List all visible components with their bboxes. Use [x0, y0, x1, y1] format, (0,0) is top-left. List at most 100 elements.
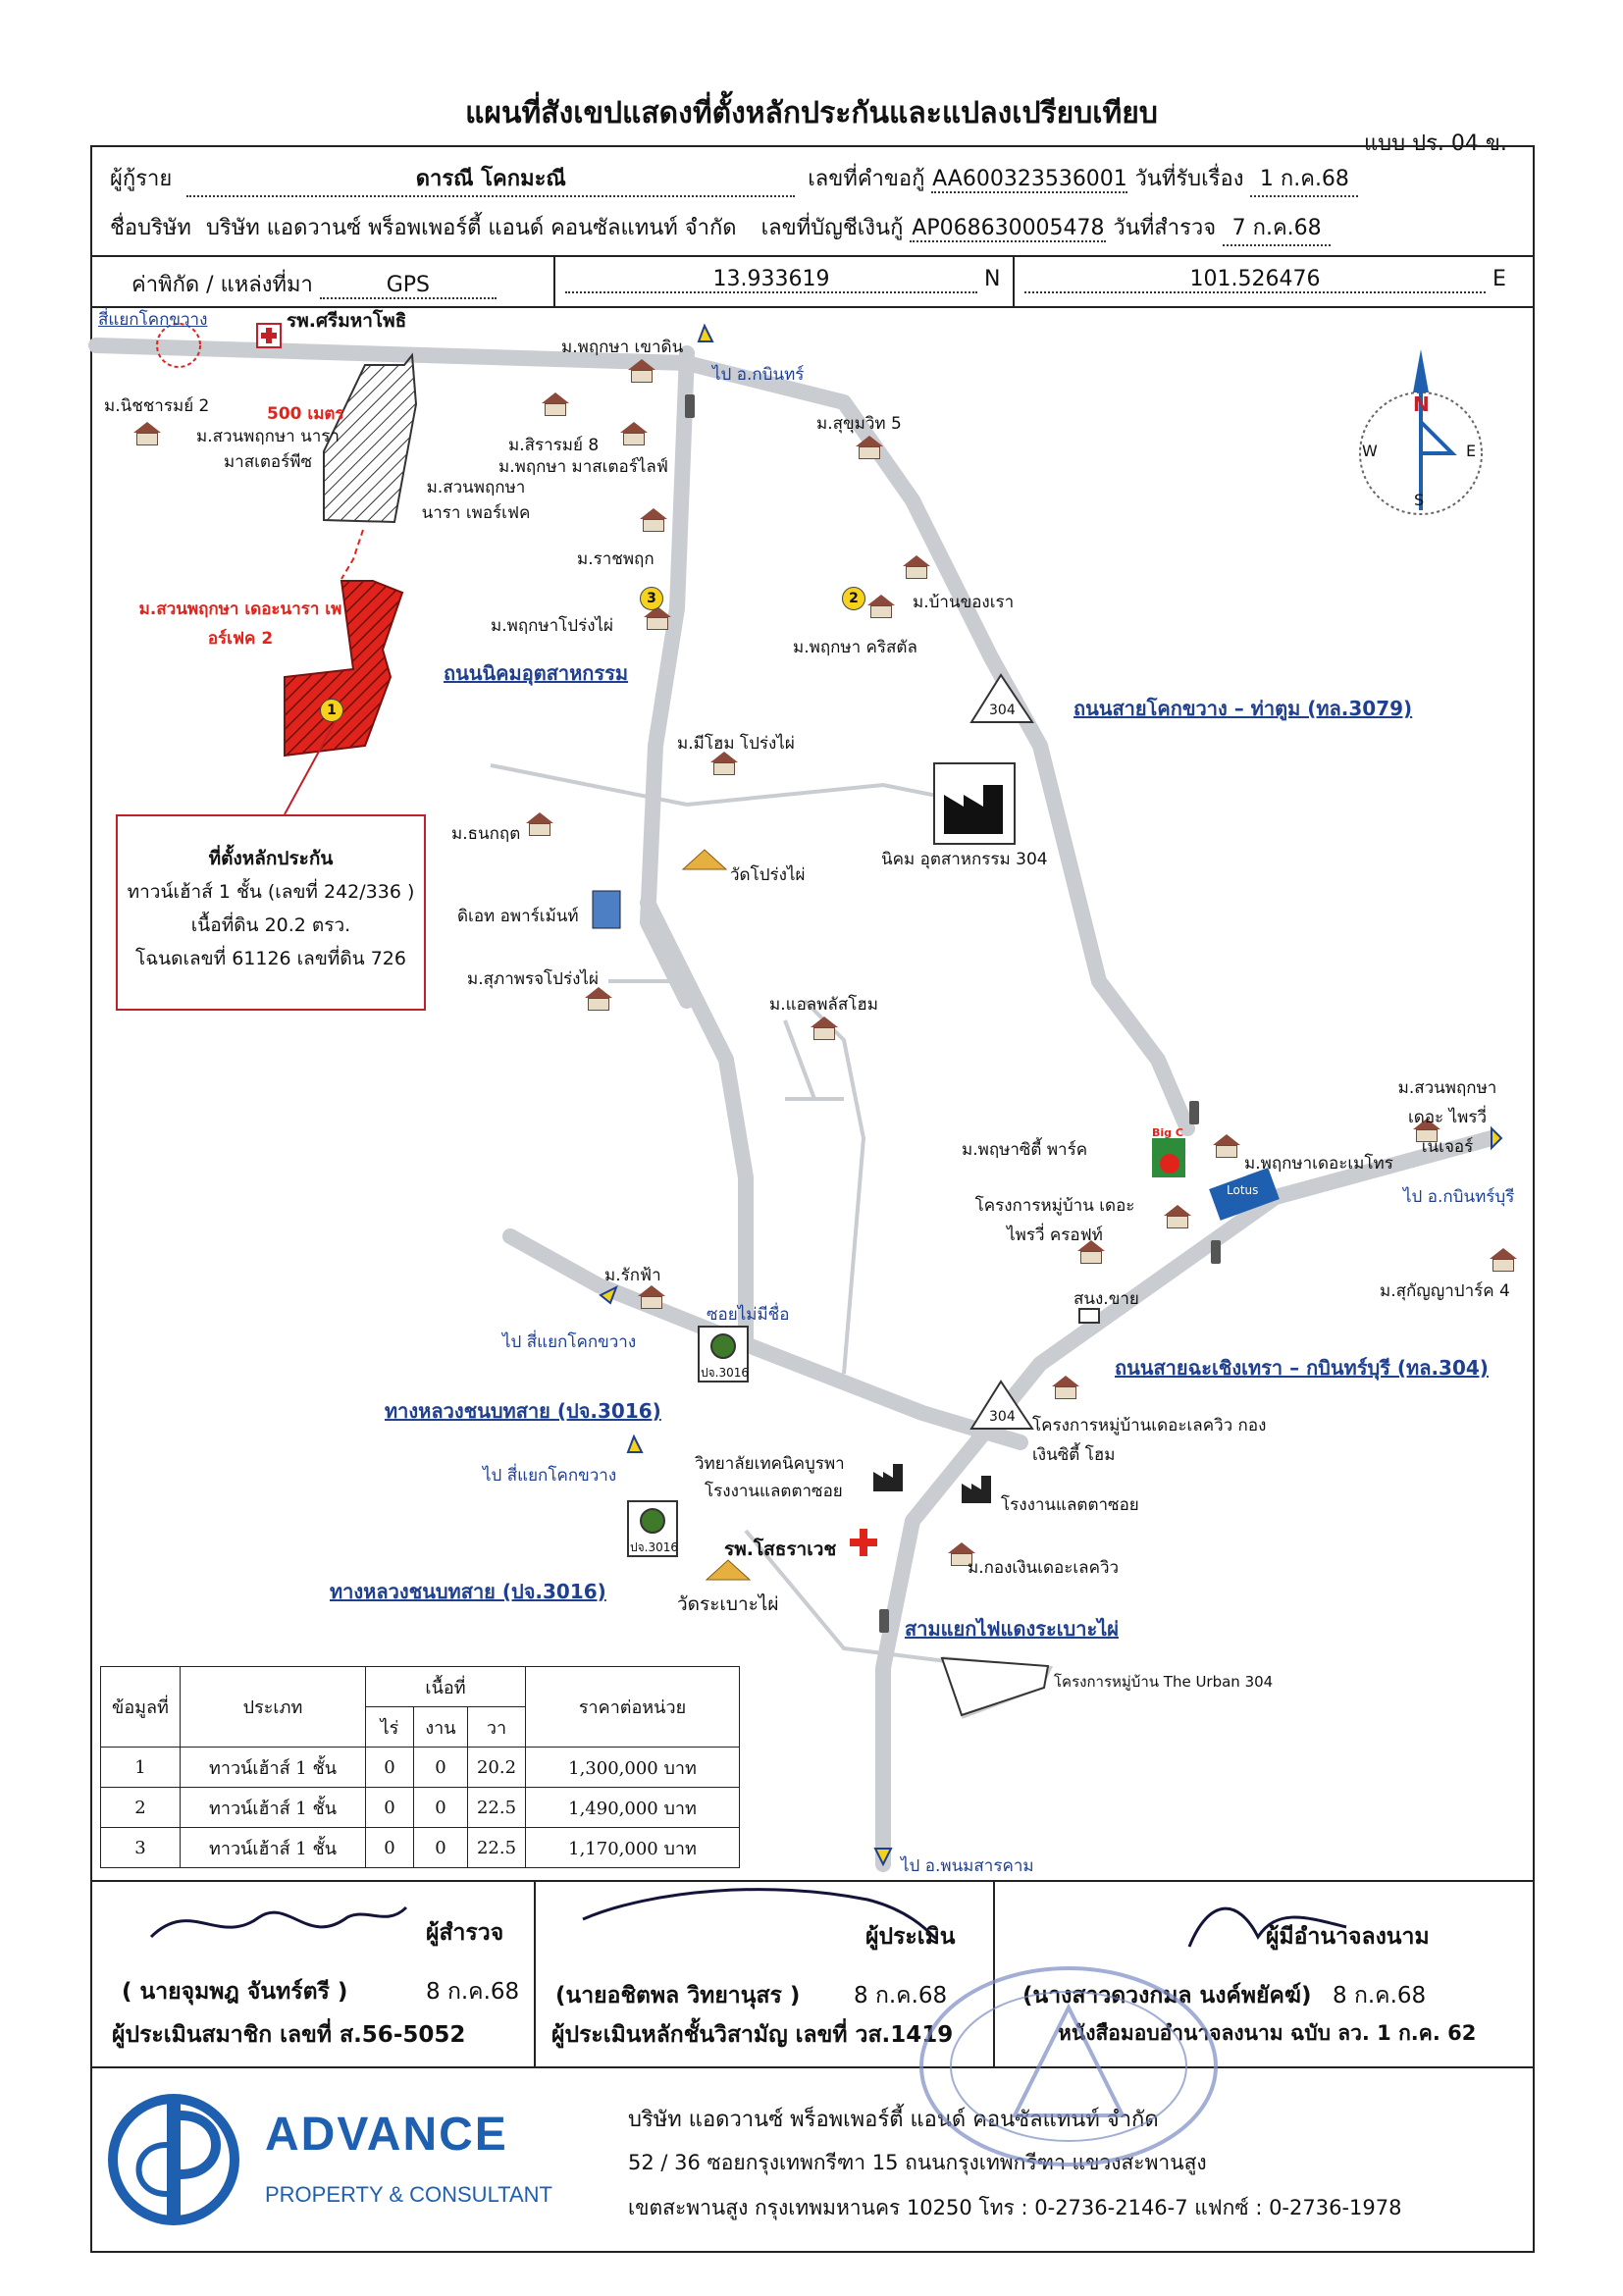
table-row: 2 ทาวน์เฮ้าส์ 1 ชั้น 0 0 22.5 1,490,000 … [100, 1787, 740, 1828]
cell-type: ทาวน์เฮ้าส์ 1 ชั้น [180, 1827, 366, 1868]
place-label: ม.พฤกษา มาสเตอร์ไลฟ์ [498, 457, 668, 477]
intersection-top-label: สี่แยกโคกขวาง [98, 310, 208, 330]
hospital-top-label: รพ.ศรีมหาโพธิ [287, 310, 407, 332]
place-label: นิคม อุตสาหกรรม 304 [881, 850, 1048, 869]
place-label: ม.แอลพลัสโฮม [769, 995, 878, 1015]
cell-price: 1,490,000 บาท [525, 1787, 740, 1828]
route-shield-label: 304 [989, 703, 1016, 718]
place-label: วิทยาลัยเทคนิคบูรพา [695, 1454, 845, 1474]
appraiser-date: 8 ก.ค.68 [854, 1983, 948, 2009]
appraiser-name: (นายอชิตพล วิทยานุสร ) [555, 1983, 801, 2009]
signature-block: ผู้สำรวจ ( นายจุมพฎ จันทร์ตรี ) 8 ก.ค.68… [90, 1880, 1535, 2068]
place-label: ม.นิชชารมย์ 2 [104, 396, 210, 416]
place-label: โรงงานแลตตาซอย [1001, 1495, 1139, 1515]
authority-role: ผู้มีอำนาจลงนาม [1266, 1924, 1430, 1950]
company-value: บริษัท แอดวานซ์ พร็อพเพอร์ตี้ แอนด์ คอนซ… [205, 216, 737, 240]
direction-label: ไป อ.กบินทร์ [712, 365, 805, 385]
place-label: โรงงานแลตตาซอย [705, 1482, 843, 1501]
place-label: ม.พฤกษา เขาดิน [561, 338, 684, 357]
place-label: โครงการหมู่บ้าน เดอะไพรวี่ ครอฟท์ [974, 1196, 1135, 1245]
collateral-box: ที่ตั้งหลักประกัน ทาวน์เฮ้าส์ 1 ชั้น (เล… [116, 814, 426, 1011]
authority-name: (นางสาวดวงกมล นงค์พยัคฆ์) [1022, 1983, 1312, 2009]
house-icon [1077, 1240, 1105, 1264]
place-label: ม.สวนพฤกษาเดอะ ไพรวี่ เนเจอร์ [1397, 1078, 1497, 1157]
direction-label: ไป อ.กบินทร์บุรี [1403, 1187, 1515, 1207]
house-icon [644, 606, 671, 630]
cell-price: 1,300,000 บาท [525, 1747, 740, 1788]
coord-row: ค่าพิกัด / แหล่งที่มา GPS [131, 267, 497, 301]
surveyor-member: ผู้ประเมินสมาชิก เลขที่ ส.56-5052 [112, 2022, 466, 2048]
lat-value: 13.933619 [712, 267, 830, 291]
place-label: สนง.ขาย [1073, 1289, 1139, 1309]
rural-shield-icons [627, 1326, 749, 1557]
collateral-line: ทาวน์เฮ้าส์ 1 ชั้น (เลขที่ 242/336 ) [127, 881, 415, 903]
house-icon [585, 987, 612, 1011]
lon-suffix: E [1492, 267, 1506, 291]
compass-s: S [1414, 491, 1425, 509]
factory-small-icons [873, 1464, 991, 1503]
authority-date: 8 ก.ค.68 [1333, 1983, 1427, 2009]
hatched-project-area [323, 352, 418, 524]
surveyor-name: ( นายจุมพฎ จันทร์ตรี ) [122, 1979, 348, 2005]
place-label: ม.มีโฮม โปร่งไผ่ [677, 734, 795, 754]
cell-ngan: 0 [413, 1787, 468, 1828]
house-icon [1413, 1119, 1440, 1142]
table-row: 1 ทาวน์เฮ้าส์ 1 ชั้น 0 0 20.2 1,300,000 … [100, 1747, 740, 1788]
place-label: ม.พฤกษาเดอะเมโทร [1244, 1154, 1393, 1174]
authority-column: ผู้มีอำนาจลงนาม (นางสาวดวงกมล นงค์พยัคฆ์… [993, 1880, 1533, 2066]
route-shield-label: 304 [989, 1409, 1016, 1425]
lotus-label: Lotus [1227, 1183, 1259, 1197]
surveyor-role: ผู้สำรวจ [426, 1920, 504, 1946]
place-label: โครงการหมู่บ้าน The Urban 304 [1054, 1673, 1274, 1691]
surveyor-signature [149, 1905, 408, 1939]
road-main-north [88, 338, 1195, 1136]
footer-address-2: เขตสะพานสูง กรุงเทพมหานคร 10250 โทร : 0-… [628, 2196, 1402, 2219]
house-icon [1490, 1248, 1517, 1272]
place-label: ม.พฤกษาโปร่งไผ่ [491, 616, 614, 636]
footer-company: บริษัท แอดวานซ์ พร็อพเพอร์ตี้ แอนด์ คอนซ… [628, 2108, 1159, 2132]
cell-rai: 0 [365, 1827, 414, 1868]
company-row: ชื่อบริษัท บริษัท แอดวานซ์ พร็อพเพอร์ตี้… [110, 210, 1332, 246]
lat-field: 13.933619 N [565, 267, 1000, 293]
place-label: ม.สิรารมย์ 8 [508, 436, 600, 455]
collateral-heading: ที่ตั้งหลักประกัน [208, 848, 334, 869]
surveyor-column: ผู้สำรวจ ( นายจุมพฎ จันทร์ตรี ) 8 ก.ค.68… [92, 1880, 536, 2066]
subject-project-label: ม.สวนพฤกษา เดอะนารา เพอร์เฟค 2 [138, 600, 342, 649]
borrower-label: ผู้กู้ราย [110, 167, 173, 191]
comparison-table: ข้อมูลที่ ประเภท เนื้อที่ ราคาต่อหน่วย ไ… [100, 1666, 740, 1868]
house-icon [903, 555, 930, 579]
house-icon [1213, 1134, 1240, 1158]
road-name-khokkhwang: ถนนสายโคกขวาง – ท่าตูม (ทล.3079) [1073, 697, 1413, 720]
cell-no: 1 [100, 1747, 181, 1788]
factory-icon [933, 762, 1016, 845]
place-label: ม.พฤกษา คริสตัล [793, 638, 917, 657]
company-label: ชื่อบริษัท [110, 216, 191, 240]
collateral-line: เนื้อที่ดิน 20.2 ตรว. [190, 914, 351, 936]
intersection-marker-icon [156, 323, 201, 368]
comparable-marker-2: 2 [842, 587, 865, 610]
place-label: วัดโปร่งไผ่ [730, 865, 806, 885]
request-no-label: เลขที่คำขอกู้ [808, 167, 925, 191]
compass-n: N [1413, 392, 1430, 416]
direction-arrows [599, 323, 1503, 1867]
cell-price: 1,170,000 บาท [525, 1827, 740, 1868]
company-stamp [919, 1966, 1218, 2166]
comparable-marker-3: 3 [640, 587, 663, 610]
collateral-line: โฉนดเลขที่ 61126 เลขที่ดิน 726 [135, 948, 406, 969]
house-icon [638, 1285, 665, 1309]
rural-shield-label: ปจ.3016 [701, 1366, 750, 1380]
request-no-value: AA600323536001 [932, 167, 1127, 191]
cell-type: ทาวน์เฮ้าส์ 1 ชั้น [180, 1747, 366, 1788]
compass-icon [1359, 349, 1483, 515]
house-icon [628, 359, 655, 383]
hospital-icon [256, 323, 282, 348]
temple-icons [681, 849, 752, 1581]
cell-wa: 20.2 [467, 1747, 526, 1788]
borrower-row: ผู้กู้ราย ดารณี โคกมะณี เลขที่คำขอกู้ AA… [110, 161, 1359, 197]
house-icon [620, 422, 648, 445]
house-icon [811, 1017, 838, 1040]
road-name-nikhom: ถนนนิคมอุตสาหกรรม [444, 661, 629, 685]
traffic-light-icons [685, 394, 1221, 1633]
subject-project-area [284, 580, 404, 757]
